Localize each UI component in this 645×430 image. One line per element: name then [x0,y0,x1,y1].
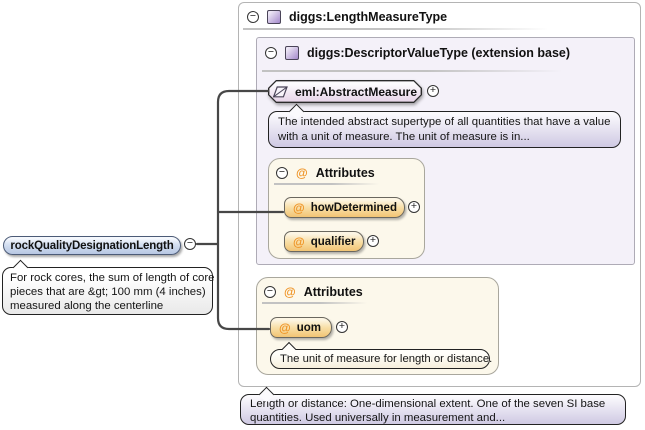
attribute-howdetermined[interactable]: @ howDetermined [284,197,405,218]
collapse-icon[interactable]: − [247,11,259,23]
abstract-measure-element[interactable]: eml:AbstractMeasure [268,80,422,103]
collapse-icon[interactable]: − [276,167,288,179]
attribute-uom[interactable]: @ uom [270,317,332,338]
length-measure-type-title: diggs:LengthMeasureType [289,10,448,24]
attributes-title: Attributes [315,166,375,180]
attribute-icon: @ [293,234,305,249]
complex-type-icon [267,10,281,24]
descriptor-value-type-title: diggs:DescriptorValueType (extension bas… [307,46,571,60]
doc-line: with a unit of measure. The unit of meas… [278,130,530,143]
attribute-icon: @ [293,200,305,215]
header-divider [274,183,379,185]
attributes-header: − @ Attributes [276,165,375,181]
header-divider [262,302,367,304]
expand-icon[interactable]: + [427,85,439,97]
doc-line: For rock cores, the sum of length of cor… [10,272,215,284]
attribute-icon: @ [279,320,291,335]
length-type-doc: Length or distance: One-dimensional exte… [240,386,626,425]
doc-line: The intended abstract supertype of all q… [278,116,611,128]
attribute-qualifier[interactable]: @ qualifier [284,231,364,252]
collapse-icon[interactable]: − [264,286,276,298]
doc-line: quantities. Used universally in measurem… [250,412,506,424]
doc-line: measured along the centerline [10,300,164,312]
header-divider [262,70,562,72]
length-measure-type-header: − diggs:LengthMeasureType [247,9,447,25]
header-divider [243,28,548,30]
expand-icon[interactable]: + [336,321,348,333]
element-rockqualitydesignationlength[interactable]: rockQualityDesignationLength [3,236,181,255]
attributes-title: Attributes [303,285,363,299]
expand-icon[interactable]: + [367,235,379,247]
abstract-element-icon [272,85,288,97]
abstract-measure-doc: The intended abstract supertype of all q… [268,103,621,148]
element-doc: For rock cores, the sum of length of cor… [2,259,215,315]
attributes-header: − @ Attributes [264,284,363,300]
collapse-icon[interactable]: − [184,238,196,250]
doc-line: Length or distance: One-dimensional exte… [250,397,606,410]
abstract-measure-label: eml:AbstractMeasure [294,84,418,99]
uom-doc: The unit of measure for length or distan… [270,341,493,369]
abstract-measure-fill [269,81,420,101]
attribute-label: uom [296,321,321,334]
expand-icon[interactable]: + [408,201,420,213]
element-label: rockQualityDesignationLength [10,239,174,252]
complex-type-icon [285,46,299,60]
doc-line: pieces that are &gt; 100 mm (4 inches) [10,286,206,298]
attribute-label: howDetermined [310,201,397,214]
attribute-icon: @ [284,285,296,299]
collapse-icon[interactable]: − [265,47,277,59]
descriptor-value-type-header: − diggs:DescriptorValueType (extension b… [265,45,570,61]
doc-line: The unit of measure for length or distan… [280,353,493,365]
attribute-icon: @ [296,166,308,180]
attribute-label: qualifier [310,235,356,248]
